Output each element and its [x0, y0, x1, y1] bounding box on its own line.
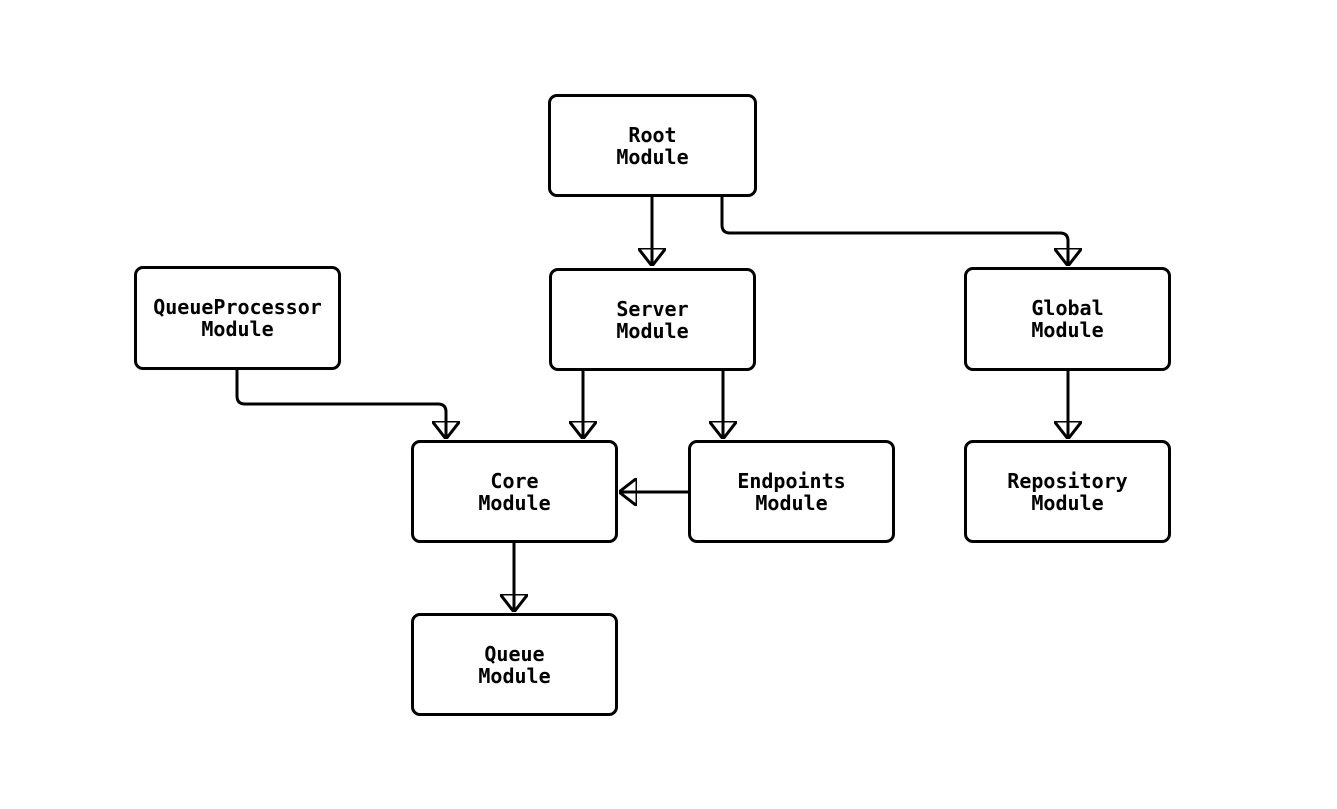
node-server-module-label: Server Module	[616, 296, 689, 343]
edge-queueprocessor-to-core	[235, 370, 446, 438]
node-global-module-label: Global Module	[1031, 296, 1104, 342]
node-core-module: Core Module	[411, 440, 618, 543]
node-queue-module-label: Queue Module	[478, 641, 551, 688]
node-queueprocessor-module-label: QueueProcessor Module	[153, 295, 322, 341]
node-server-module: Server Module	[549, 268, 756, 371]
node-queueprocessor-module: QueueProcessor Module	[134, 266, 341, 370]
node-endpoints-module: Endpoints Module	[688, 440, 895, 543]
node-endpoints-module-label: Endpoints Module	[737, 468, 846, 515]
node-repository-module-label: Repository Module	[1007, 468, 1128, 515]
node-queue-module: Queue Module	[411, 613, 618, 716]
node-global-module: Global Module	[964, 267, 1171, 371]
node-root-module-label: Root Module	[616, 122, 689, 169]
node-repository-module: Repository Module	[964, 440, 1171, 543]
node-core-module-label: Core Module	[478, 468, 551, 515]
node-root-module: Root Module	[548, 94, 757, 197]
edge-root-to-global	[720, 197, 1068, 265]
